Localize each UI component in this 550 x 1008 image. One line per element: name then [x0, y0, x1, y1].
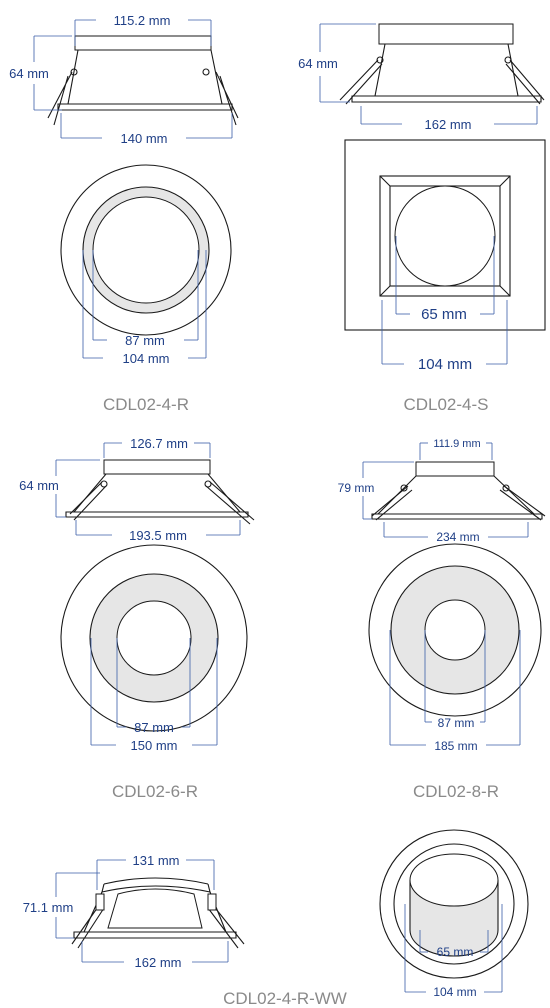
product-cdl02-8-r: 111.9 mm 79 mm 234 mm 87 mm: [338, 438, 546, 801]
product-cdl02-4-r: 115.2 mm 64 mm 140 mm 87 mm: [9, 13, 239, 414]
top-width-label: 111.9 mm: [433, 438, 480, 450]
side-view: 131 mm 71.1 mm 162 mm: [23, 853, 245, 970]
trim-flange: [65, 511, 249, 518]
outer-diameter-label: 150 mm: [131, 738, 178, 753]
trim-flange: [351, 95, 542, 103]
trim-flange: [73, 931, 237, 939]
clip-pivot-left: [400, 484, 408, 492]
housing-inner-wall: [107, 888, 203, 929]
bottom-view: 65 mm 104 mm: [379, 829, 529, 999]
spring-clip-right: [505, 59, 545, 105]
height-label: 79 mm: [338, 481, 375, 495]
trim-flange: [57, 103, 233, 111]
spring-clip-left: [371, 485, 413, 521]
square-recess: [379, 175, 511, 297]
clip-pivot-right: [502, 484, 510, 492]
top-width-label: 131 mm: [133, 853, 180, 868]
reflector-ring-outline: [89, 573, 219, 703]
housing-body: [374, 43, 519, 97]
flange-width-label: 193.5 mm: [129, 528, 187, 543]
height-label: 64 mm: [9, 66, 49, 81]
top-width-label: 126.7 mm: [130, 436, 188, 451]
inner-diameter-label: 65 mm: [421, 306, 467, 323]
housing-top-band: [101, 883, 211, 893]
housing-body: [376, 475, 536, 515]
aperture-circle: [92, 196, 200, 304]
bottom-view: 87 mm 185 mm: [368, 543, 542, 753]
clip-pivot-left: [100, 480, 108, 488]
aperture-circle: [116, 600, 192, 676]
side-view: 64 mm 162 mm: [298, 23, 545, 132]
clip-pivot-left: [70, 68, 78, 76]
square-trim-plate: [344, 139, 546, 331]
trim-inner-circle: [393, 843, 515, 965]
spring-clip-right: [215, 71, 239, 126]
product-cdl02-6-r: 126.7 mm 64 mm 193.5 mm 87 mm: [19, 436, 255, 801]
product-cdl02-4-r-ww: 131 mm 71.1 mm 162 mm 65 mm: [23, 829, 529, 1008]
outer-trim-circle: [368, 543, 542, 717]
inner-diameter-label: 87 mm: [125, 333, 165, 348]
aperture-opening: [409, 853, 499, 907]
flange-width-label: 162 mm: [135, 955, 182, 970]
inner-diameter-label: 87 mm: [134, 720, 174, 735]
height-label: 64 mm: [19, 478, 59, 493]
reflector-ring-outline: [390, 565, 520, 695]
flange-width-label: 234 mm: [436, 530, 479, 544]
clip-pivot-left: [376, 56, 384, 64]
top-width-label: 115.2 mm: [114, 13, 171, 28]
spring-clip-right: [205, 481, 255, 525]
aperture-circle: [394, 185, 496, 287]
housing-top-rim: [103, 877, 209, 885]
outer-diameter-label: 104 mm: [433, 985, 476, 999]
spring-clip-left: [69, 481, 107, 521]
outer-diameter-label: 104 mm: [123, 351, 170, 366]
side-view: 115.2 mm 64 mm 140 mm: [9, 13, 239, 146]
bottom-view: 87 mm 150 mm: [60, 544, 248, 753]
outer-trim-circle: [60, 164, 232, 336]
mounting-collar: [415, 461, 495, 477]
inner-diameter-label: 65 mm: [437, 945, 474, 959]
spring-clip-left: [71, 903, 105, 949]
clip-bracket-right: [207, 893, 217, 911]
model-label: CDL02-4-R-WW: [223, 989, 347, 1008]
spring-clip-left: [339, 59, 383, 105]
bottom-view: 87 mm 104 mm: [60, 164, 232, 366]
spring-clip-right: [207, 903, 245, 949]
model-label: CDL02-6-R: [112, 782, 198, 801]
bottom-view: 65 mm 104 mm: [344, 139, 546, 373]
clip-pivot-right: [202, 68, 210, 76]
product-cdl02-4-s: 64 mm 162 mm 65 mm 104 mm CDL02-4-S: [298, 23, 546, 414]
flange-width-label: 140 mm: [121, 131, 168, 146]
height-label: 71.1 mm: [23, 900, 74, 915]
clip-pivot-right: [504, 56, 512, 64]
model-label: CDL02-4-S: [403, 395, 488, 414]
inner-diameter-label: 87 mm: [438, 716, 475, 730]
outer-diameter-label: 104 mm: [418, 356, 472, 373]
spring-clip-left: [47, 71, 73, 126]
wall-wash-shield-outline: [409, 880, 499, 957]
outer-trim-circle: [60, 544, 248, 732]
outer-diameter-label: 185 mm: [434, 739, 477, 753]
recess-bevel-corners: [379, 175, 511, 297]
outer-trim-circle: [379, 829, 529, 979]
housing-body: [67, 49, 223, 105]
model-label: CDL02-8-R: [413, 782, 499, 801]
side-view: 111.9 mm 79 mm 234 mm: [338, 438, 546, 544]
clip-bracket-left: [95, 893, 105, 911]
mounting-collar: [378, 23, 514, 45]
mounting-collar: [74, 35, 212, 51]
model-label: CDL02-4-R: [103, 395, 189, 414]
spring-clip-right: [499, 485, 546, 521]
side-view: 126.7 mm 64 mm 193.5 mm: [19, 436, 255, 543]
aperture-circle: [424, 599, 486, 661]
mounting-collar: [103, 459, 211, 475]
height-label: 64 mm: [298, 56, 338, 71]
trim-flange: [371, 513, 543, 520]
clip-pivot-right: [204, 480, 212, 488]
flange-width-label: 162 mm: [425, 117, 472, 132]
